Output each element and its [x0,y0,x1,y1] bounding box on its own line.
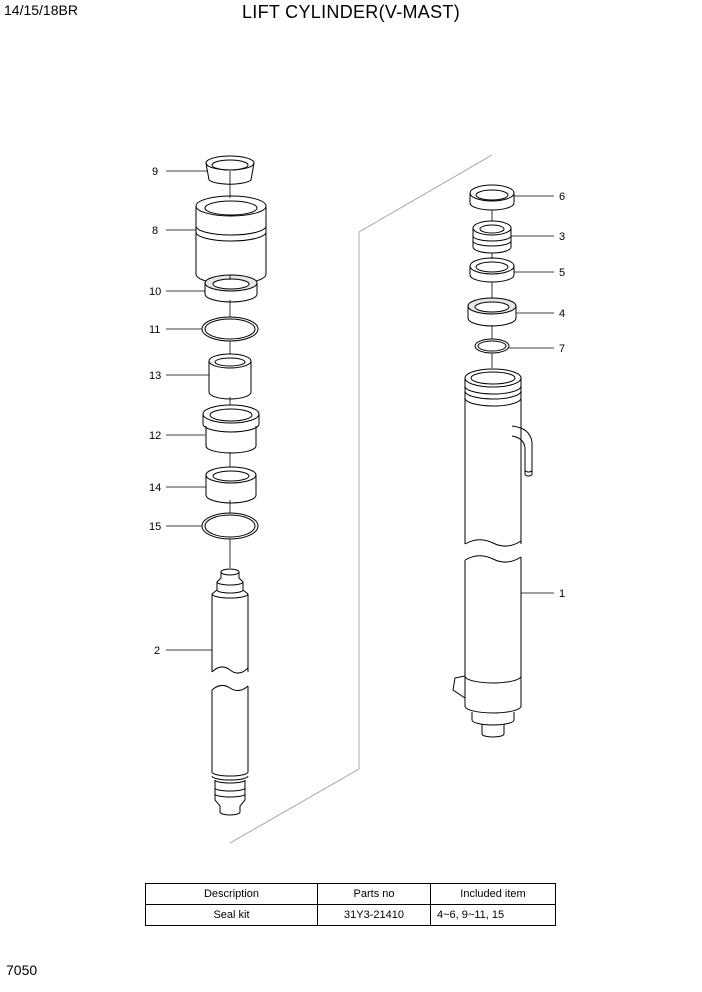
callout-2: 2 [154,645,160,657]
callout-8: 8 [152,225,158,237]
cell-parts-no: 31Y3-21410 [317,904,431,926]
callout-5: 5 [559,267,565,279]
part-14-wear-ring [205,466,257,504]
callout-3: 3 [559,231,565,243]
table-row: Seal kit 31Y3-21410 4~6, 9~11, 15 [145,904,556,926]
part-8-bushing [195,195,267,285]
callout-14: 14 [149,482,161,494]
page-number: 7050 [6,962,38,978]
callout-6: 6 [559,191,565,203]
part-4-packing [467,297,517,327]
callout-10: 10 [149,286,161,298]
part-5-ring [469,257,515,283]
parts-table: Description Parts no Included item Seal … [145,883,556,926]
callout-4: 4 [559,308,565,320]
model-number: 14/15/18BR [4,2,78,18]
table-header-row: Description Parts no Included item [145,883,556,905]
callout-7: 7 [559,343,565,355]
callout-12: 12 [149,430,161,442]
header-parts-no: Parts no [317,883,431,905]
part-13-sleeve [208,353,252,400]
callout-1: 1 [559,588,565,600]
part-12-piston [202,404,260,454]
assembly-frame [229,154,493,844]
callout-labels: 9 8 10 11 13 12 14 15 2 6 3 5 4 7 1 [149,166,565,657]
header-included-item: Included item [430,883,556,905]
part-15-o-ring [201,512,259,540]
callout-9: 9 [152,166,158,178]
part-6-ring [469,184,515,211]
callout-13: 13 [149,370,161,382]
part-1-cylinder-tube [452,368,533,738]
page-title: LIFT CYLINDER(V-MAST) [242,2,460,22]
cell-description: Seal kit [145,904,318,926]
callout-11: 11 [149,324,160,336]
callout-15: 15 [149,521,161,533]
leader-lines-left [166,170,212,651]
cell-included-item: 4~6, 9~11, 15 [430,904,556,926]
part-2-piston-rod [211,568,249,816]
part-3-bushing [472,220,512,254]
part-10-packing [204,274,258,303]
part-7-snap-ring [474,338,510,354]
part-11-o-ring [201,316,259,342]
header-description: Description [145,883,318,905]
leader-lines-right [509,195,554,594]
